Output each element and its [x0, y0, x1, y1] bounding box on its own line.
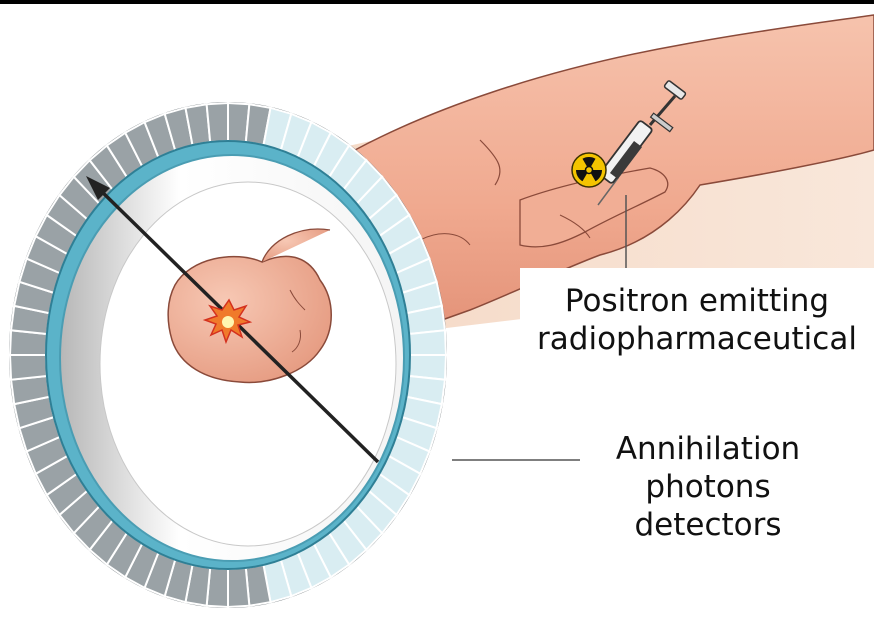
detectors-label-line-3: detectors	[588, 506, 828, 544]
positron-emitting-label: Positron emitting radiopharmaceutical	[520, 268, 874, 358]
positron-label-line-1: Positron emitting	[520, 282, 874, 320]
radiation-icon	[572, 153, 606, 187]
detector-block	[409, 330, 446, 355]
detectors-label-line-1: Annihilation	[588, 430, 828, 468]
detector-block	[207, 103, 228, 142]
detector-block	[10, 355, 47, 380]
detector-block	[228, 568, 249, 607]
detectors-label: Annihilation photons detectors	[588, 430, 828, 544]
positron-label-line-2: radiopharmaceutical	[520, 320, 874, 358]
detectors-label-line-2: photons	[588, 468, 828, 506]
